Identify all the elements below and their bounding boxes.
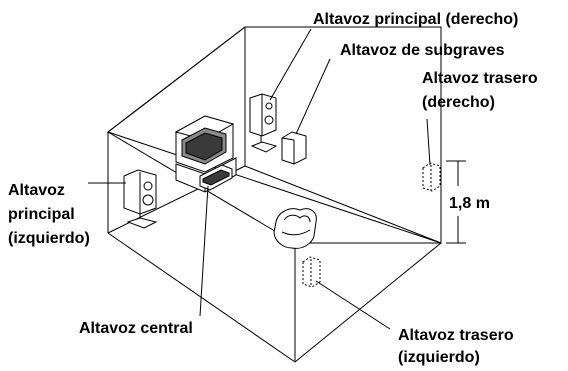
label-rear-right-line1: Altavoz trasero xyxy=(422,70,538,87)
label-center: Altavoz central xyxy=(79,320,193,337)
label-front-left-line1: Altavoz xyxy=(8,182,65,199)
front-right-speaker-icon xyxy=(249,93,278,153)
label-rear-left-line1: Altavoz trasero xyxy=(398,327,514,344)
label-front-right: Altavoz principal (derecho) xyxy=(313,11,518,28)
armchair-icon xyxy=(273,208,317,249)
label-height: 1,8 m xyxy=(449,195,490,212)
tv-set xyxy=(174,115,235,173)
front-left-speaker-icon xyxy=(123,169,158,229)
leader-lines xyxy=(88,28,431,330)
label-rear-left-line2: (izquierdo) xyxy=(398,349,480,366)
label-front-left-line3: (izquierdo) xyxy=(8,230,90,247)
label-subwoofer: Altavoz de subgraves xyxy=(340,42,505,59)
center-speaker-icon xyxy=(199,164,233,191)
room-outline xyxy=(106,26,442,363)
rear-right-speaker-icon xyxy=(422,162,441,192)
labels: Altavoz principal (derecho) Altavoz de s… xyxy=(8,11,538,366)
height-dimension xyxy=(446,160,466,244)
rear-left-speaker-icon xyxy=(302,256,321,288)
subwoofer-icon xyxy=(281,131,307,165)
label-front-left-line2: principal xyxy=(8,206,75,223)
label-rear-right-line2: (derecho) xyxy=(422,94,495,111)
